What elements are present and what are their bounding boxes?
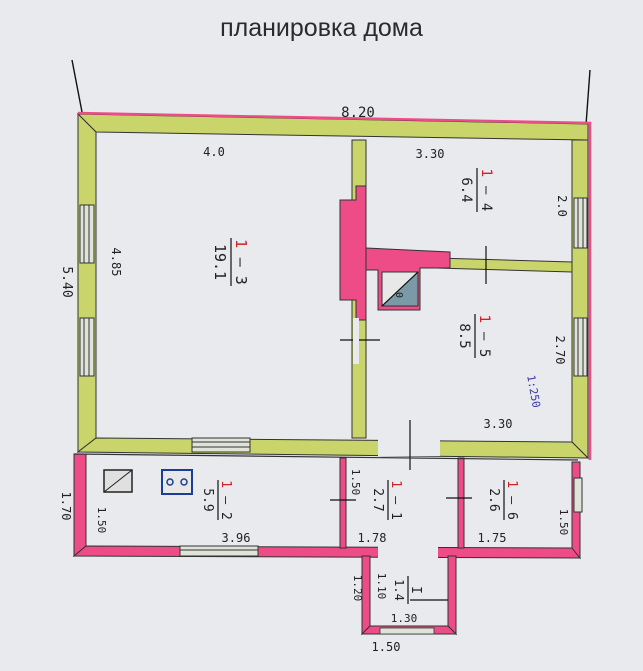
dim-porch-height: 1.20 bbox=[351, 575, 364, 602]
svg-text:2.7: 2.7 bbox=[370, 488, 385, 511]
dim-room6-height: 1.50 bbox=[557, 509, 570, 536]
room-label-3: 1 – 3 19.1 bbox=[211, 238, 250, 286]
dim-total-height: 5.40 bbox=[59, 266, 74, 297]
outer-walls bbox=[76, 111, 592, 460]
scale-label: 1:250 bbox=[524, 374, 543, 409]
stove-block: 0 bbox=[339, 185, 451, 321]
room-label-5: 1 – 5 8.5 bbox=[456, 314, 492, 358]
room-label-4: 1 – 4 6.4 bbox=[458, 168, 494, 212]
dim-room4-width: 3.30 bbox=[416, 147, 445, 161]
porch bbox=[360, 555, 458, 636]
page-title: планировка дома bbox=[220, 14, 423, 42]
door-marks bbox=[340, 246, 487, 470]
dim-porch-width: 1.50 bbox=[372, 640, 401, 654]
svg-text:1 – 5: 1 – 5 bbox=[476, 315, 492, 358]
svg-text:2.6: 2.6 bbox=[486, 488, 501, 511]
dim-porch-inner-width: 1.30 bbox=[391, 612, 418, 625]
svg-text:1 – 6: 1 – 6 bbox=[504, 480, 519, 520]
dim-room6-width: 1.75 bbox=[478, 531, 507, 545]
dim-room1-height: 1.50 bbox=[349, 469, 362, 496]
svg-text:0: 0 bbox=[393, 292, 404, 298]
dim-room2-width: 3.96 bbox=[222, 531, 251, 545]
dim-room5-width: 3.30 bbox=[484, 417, 513, 431]
ext-line-left bbox=[71, 59, 83, 113]
svg-text:5.9: 5.9 bbox=[200, 488, 215, 511]
dim-room3-height: 4.85 bbox=[109, 248, 123, 277]
dim-room1-width: 1.78 bbox=[358, 531, 387, 545]
svg-text:6.4: 6.4 bbox=[458, 177, 474, 202]
dim-annex-height: 1.70 bbox=[59, 492, 73, 521]
dim-room3-width: 4.0 bbox=[203, 145, 225, 159]
dim-total-width: 8.20 bbox=[341, 105, 375, 121]
room-label-2: 1 – 2 5.9 bbox=[200, 480, 233, 520]
annex-walls bbox=[72, 453, 583, 560]
room-label-1: 1 – 1 2.7 bbox=[370, 480, 403, 520]
dim-room4-height: 2.0 bbox=[555, 195, 569, 217]
svg-text:8.5: 8.5 bbox=[456, 323, 472, 348]
svg-text:1.4: 1.4 bbox=[392, 579, 406, 601]
svg-text:1 – 1: 1 – 1 bbox=[388, 480, 403, 520]
svg-text:1 – 4: 1 – 4 bbox=[478, 169, 494, 212]
svg-text:1 – 2: 1 – 2 bbox=[218, 480, 233, 520]
room-label-porch: I 1.4 bbox=[392, 576, 423, 604]
dim-porch-inner-height: 1.10 bbox=[375, 573, 388, 600]
svg-text:1 – 3: 1 – 3 bbox=[232, 239, 250, 285]
dim-room2-height: 1.50 bbox=[95, 507, 108, 534]
room-label-6: 1 – 6 2.6 bbox=[486, 480, 519, 520]
kitchen-fixtures bbox=[103, 469, 193, 495]
svg-text:I: I bbox=[408, 586, 423, 594]
windows-main bbox=[79, 197, 588, 453]
svg-text:19.1: 19.1 bbox=[211, 244, 229, 280]
ext-line-right bbox=[585, 69, 591, 126]
dim-room5-height: 2.70 bbox=[553, 336, 567, 365]
